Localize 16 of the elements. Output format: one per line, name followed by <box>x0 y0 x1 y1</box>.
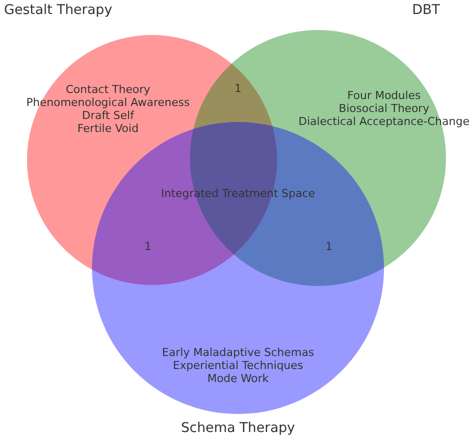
set-item: Early Maladaptive Schemas <box>162 346 314 359</box>
set-item: Four Modules <box>347 89 421 102</box>
center-label: Integrated Treatment Space <box>160 187 316 200</box>
set-item: Fertile Void <box>77 122 139 135</box>
set-title: Gestalt Therapy <box>4 4 112 17</box>
set-item: Mode Work <box>207 372 269 385</box>
overlap-count: 1 <box>234 82 242 95</box>
overlap-count: 1 <box>326 240 332 253</box>
set-item: Contact Theory <box>66 83 150 96</box>
overlap-count: 1 <box>144 240 152 253</box>
set-item: Biosocial Theory <box>338 102 430 115</box>
set-title: Schema Therapy <box>180 422 296 435</box>
set-item: Draft Self <box>82 109 134 122</box>
set-title: DBT <box>412 4 440 17</box>
set-item: Experiential Techniques <box>172 359 304 372</box>
set-item: Phenomenological Awareness <box>26 96 190 109</box>
